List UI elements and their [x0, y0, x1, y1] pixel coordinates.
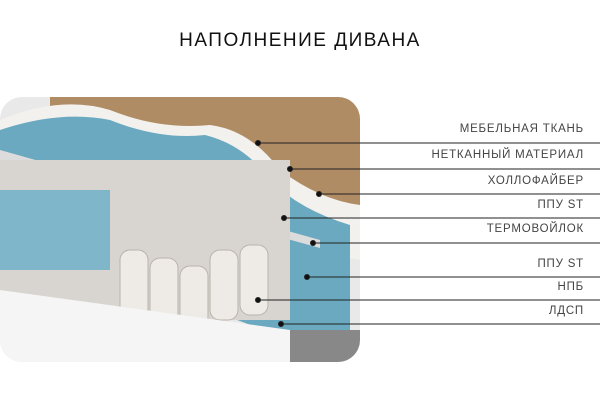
layer-label-foam-top: ППУ ST [537, 199, 584, 211]
page-title: НАПОЛНЕНИЕ ДИВАНА [179, 30, 421, 51]
layer-label-fabric: МЕБЕЛЬНАЯ ТКАНЬ [459, 123, 584, 135]
layer-label-foam-side: ППУ ST [537, 258, 584, 270]
layer-label-hollofiber: ХОЛЛОФАЙБЕР [487, 175, 584, 187]
layer-label-chipboard: ЛДСП [548, 305, 584, 317]
chipboard-base [0, 290, 290, 362]
side-foam [0, 190, 110, 270]
layer-label-nonwoven: НЕТКАННЫЙ МАТЕРИАЛ [431, 149, 584, 161]
leader-lines [255, 140, 600, 327]
layer-label-thermofelt: ТЕРМОВОЙЛОК [486, 223, 584, 235]
layer-label-spring-block: НПБ [557, 281, 584, 293]
